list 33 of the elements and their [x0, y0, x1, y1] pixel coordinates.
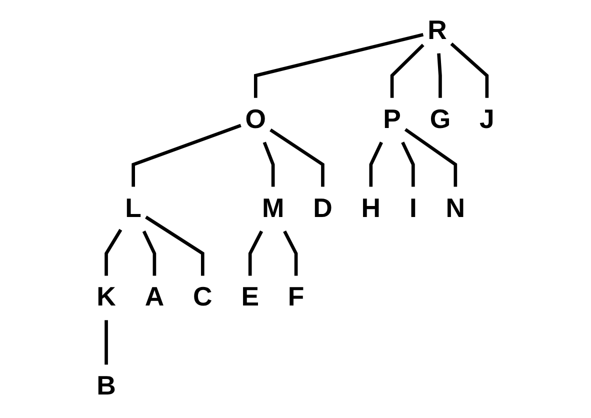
- node-text: G: [430, 104, 451, 135]
- connector: [401, 142, 415, 187]
- node-text: H: [361, 193, 381, 224]
- connector: [142, 230, 156, 276]
- node-text: O: [245, 104, 266, 135]
- connector: [437, 53, 442, 98]
- node-text: P: [383, 104, 401, 135]
- connector: [145, 216, 204, 276]
- node-text: A: [144, 282, 164, 312]
- connector: [254, 32, 424, 98]
- node-text: N: [446, 193, 466, 224]
- connector: [104, 228, 122, 276]
- node-text: I: [409, 193, 417, 224]
- node-text: M: [262, 193, 284, 224]
- connector: [132, 124, 242, 187]
- connector: [270, 128, 324, 187]
- connector: [390, 44, 424, 98]
- node-text: K: [96, 282, 116, 312]
- node-text: L: [125, 193, 142, 224]
- node-text: D: [313, 193, 332, 224]
- connector: [262, 142, 275, 187]
- connector: [450, 42, 489, 98]
- node-text: B: [96, 371, 116, 402]
- node-text: E: [241, 282, 259, 312]
- connector: [404, 128, 458, 187]
- connector: [283, 230, 298, 276]
- connector: [104, 320, 108, 365]
- node-text: J: [480, 104, 494, 135]
- connector: [369, 142, 383, 187]
- connector: [248, 230, 264, 276]
- node-text: R: [428, 16, 447, 46]
- node-text: C: [193, 282, 212, 312]
- node-text: F: [288, 282, 304, 312]
